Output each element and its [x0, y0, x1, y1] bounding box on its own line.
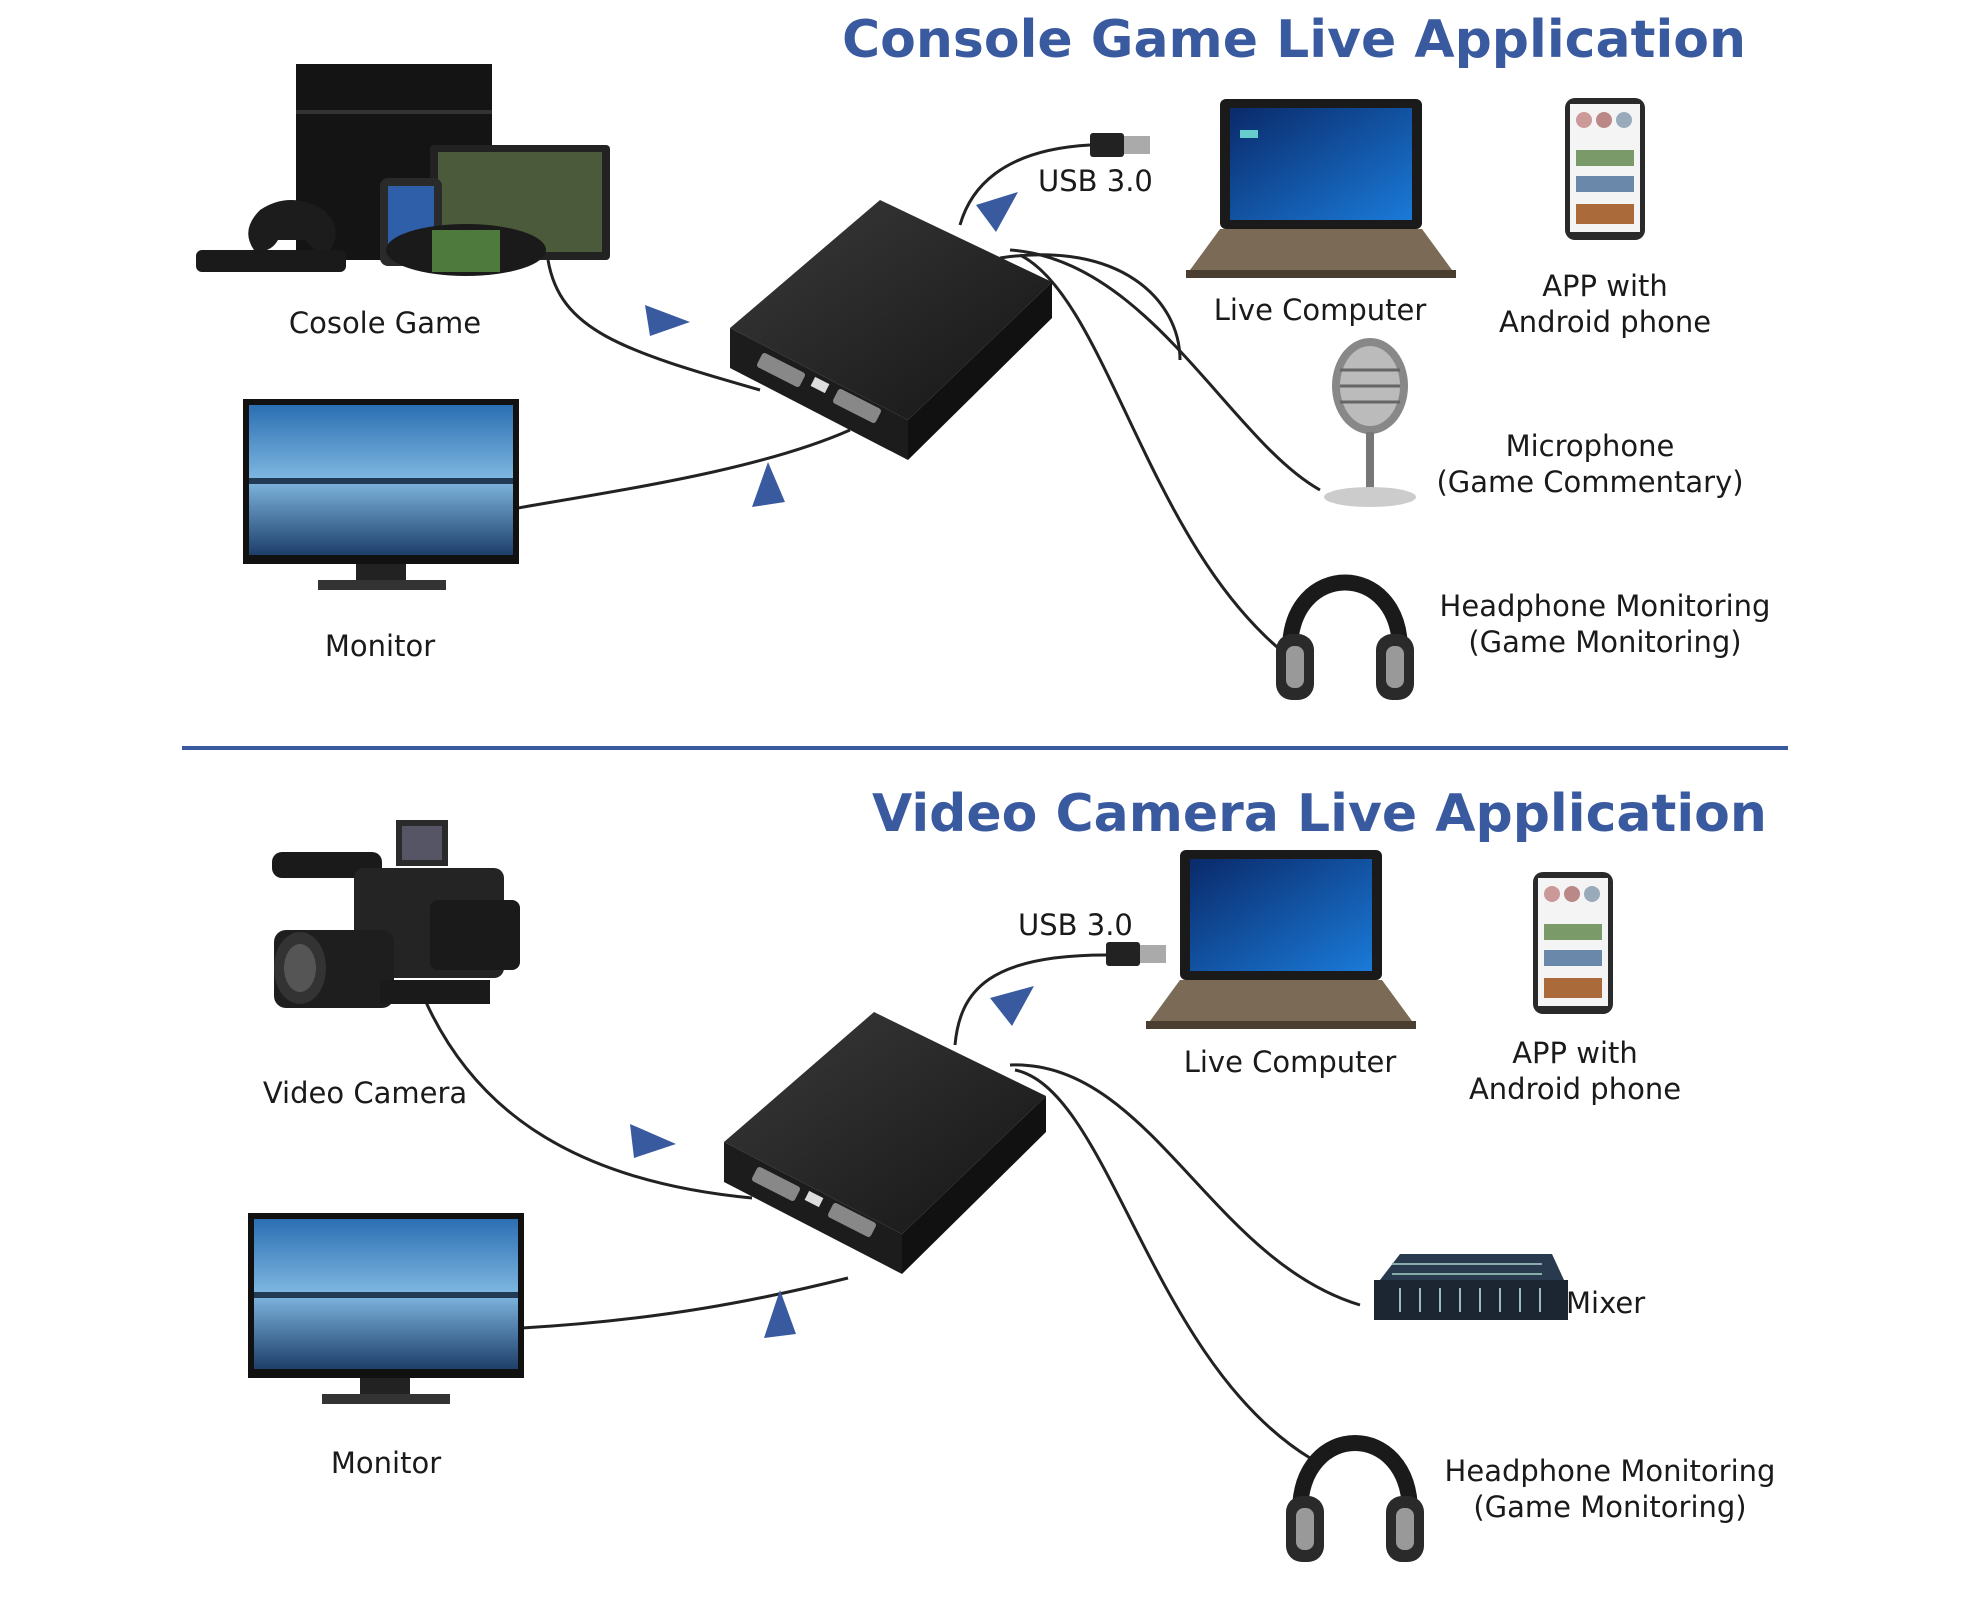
- top-live-computer-label: Live Computer: [1190, 292, 1450, 328]
- video-camera-icon: [272, 820, 520, 1008]
- top-section-title: Console Game Live Application: [842, 10, 1746, 70]
- bottom-usb-label: USB 3.0: [1018, 907, 1133, 943]
- console-game-label: Cosole Game: [260, 305, 510, 341]
- bottom-app-label-line1: APP with: [1440, 1035, 1710, 1071]
- bottom-headphone-label-line1: Headphone Monitoring: [1425, 1453, 1795, 1489]
- bottom-headphones-icon: [1286, 1443, 1424, 1562]
- top-app-label-line2: Android phone: [1470, 304, 1740, 340]
- top-laptop-icon: [1186, 99, 1456, 278]
- microphone-icon: [1324, 338, 1416, 507]
- video-camera-label: Video Camera: [240, 1075, 490, 1111]
- bottom-monitor-icon: [248, 1213, 524, 1404]
- microphone-label-line2: (Game Commentary): [1420, 464, 1760, 500]
- section-divider: [182, 746, 1788, 750]
- top-monitor-icon: [243, 399, 519, 590]
- bottom-monitor-label: Monitor: [306, 1445, 466, 1481]
- bottom-live-computer-label: Live Computer: [1160, 1044, 1420, 1080]
- bottom-phone-icon: [1533, 872, 1613, 1014]
- top-app-label-line1: APP with: [1470, 268, 1740, 304]
- bottom-usb-plug-icon: [1106, 942, 1166, 966]
- top-headphones-icon: [1276, 583, 1414, 701]
- top-monitor-label: Monitor: [300, 628, 460, 664]
- top-capture-box: [730, 200, 1052, 460]
- top-usb-label: USB 3.0: [1038, 163, 1153, 199]
- top-headphone-label-line1: Headphone Monitoring: [1420, 588, 1790, 624]
- bottom-capture-box: [724, 1012, 1046, 1274]
- bottom-headphone-label-line2: (Game Monitoring): [1425, 1489, 1795, 1525]
- top-headphone-label-line2: (Game Monitoring): [1420, 624, 1790, 660]
- top-phone-icon: [1565, 98, 1645, 240]
- mixer-label: Mixer: [1566, 1285, 1645, 1321]
- console-game-icon: [196, 64, 610, 276]
- bottom-section-title: Video Camera Live Application: [872, 784, 1767, 844]
- bottom-app-label-line2: Android phone: [1440, 1071, 1710, 1107]
- mixer-icon: [1374, 1254, 1568, 1320]
- microphone-label-line1: Microphone: [1420, 428, 1760, 464]
- top-usb-plug-icon: [1090, 133, 1150, 157]
- bottom-laptop-icon: [1146, 850, 1416, 1029]
